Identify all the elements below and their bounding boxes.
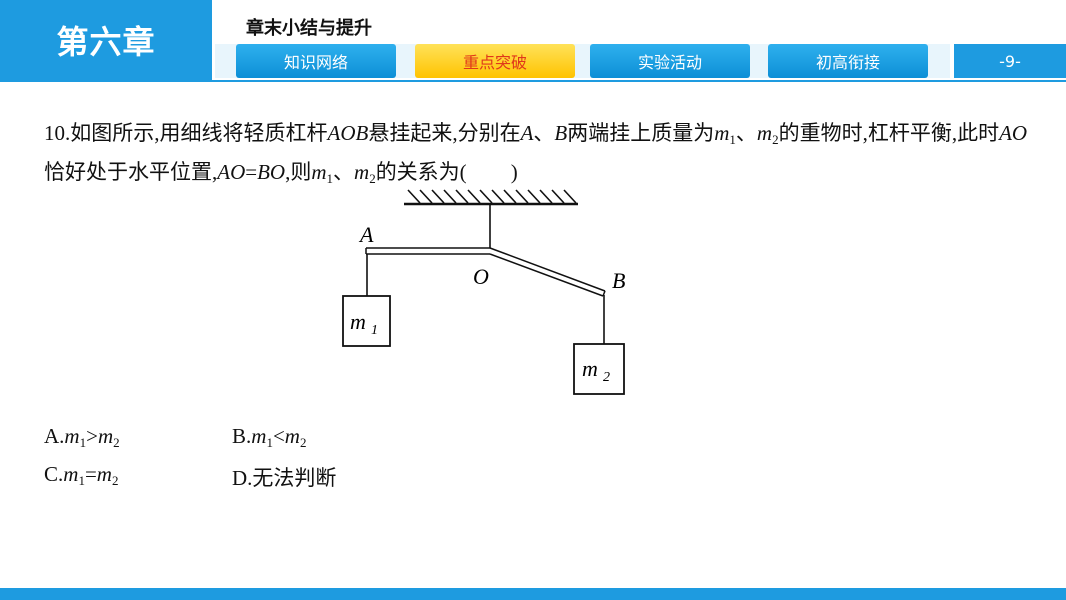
- question-text: 10.如图所示,用细线将轻质杠杆AOB悬挂起来,分别在A、B两端挂上质量为m1、…: [44, 121, 1028, 186]
- mass-m1-box: [342, 295, 391, 347]
- mass-m2-label: m: [582, 356, 598, 381]
- option-b[interactable]: B.m1<m2: [232, 424, 307, 450]
- mass-m1-sub: 1: [371, 323, 378, 338]
- label-a: A: [358, 222, 374, 247]
- option-a[interactable]: A.m1>m2: [44, 424, 120, 450]
- ceiling-hatching: [407, 189, 577, 204]
- page-number: -9-: [954, 44, 1066, 78]
- chapter-title: 第六章: [0, 0, 212, 80]
- lever-diagram: A O B m 1 m 2: [342, 189, 625, 395]
- label-b: B: [612, 268, 625, 293]
- mass-m2-box: [573, 343, 625, 395]
- tab-key-breakthrough[interactable]: 重点突破: [415, 44, 575, 78]
- option-c[interactable]: C.m1=m2: [44, 462, 119, 488]
- mass-m1-label: m: [350, 309, 366, 334]
- mass-m2-sub: 2: [603, 370, 610, 385]
- header-divider: [0, 80, 1066, 82]
- section-title: 章末小结与提升: [246, 18, 372, 39]
- tab-experiment[interactable]: 实验活动: [590, 44, 750, 78]
- footer-bar: [0, 588, 1066, 600]
- option-d[interactable]: D.无法判断: [232, 466, 337, 490]
- label-o: O: [473, 264, 489, 289]
- tab-high-school-link[interactable]: 初高衔接: [768, 44, 928, 78]
- tab-knowledge-network[interactable]: 知识网络: [236, 44, 396, 78]
